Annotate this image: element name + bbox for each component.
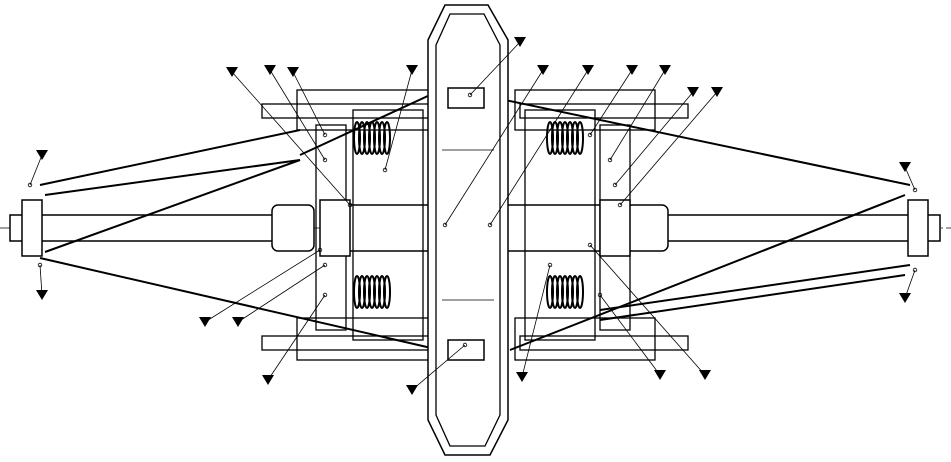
- leader-point: [587, 242, 593, 248]
- leader-point: [487, 222, 493, 228]
- leader-line: [267, 294, 326, 381]
- callout-arrowhead-icon: [899, 162, 911, 172]
- leader-point: [37, 262, 43, 268]
- callout-arrowhead-icon: [514, 37, 526, 47]
- leader-point: [547, 262, 553, 268]
- leader-line: [614, 91, 694, 186]
- leader-point: [587, 132, 593, 138]
- leader-point: [612, 182, 618, 188]
- leader-line: [469, 41, 521, 96]
- callout-arrowhead-icon: [699, 370, 711, 380]
- leader-point: [462, 342, 468, 348]
- leader-line: [444, 69, 544, 226]
- springs: [353, 121, 584, 309]
- callout-arrowhead-icon: [537, 65, 549, 75]
- leader-line: [489, 69, 589, 226]
- callout-arrowhead-icon: [264, 65, 276, 75]
- central-wheel: [427, 4, 509, 456]
- leader-point: [322, 292, 328, 298]
- bearing-housings: [271, 199, 669, 257]
- leader-point: [912, 267, 918, 273]
- spring-coil: [576, 121, 584, 155]
- leader-point: [912, 187, 918, 193]
- leader-line: [904, 166, 916, 191]
- callout-arrowhead-icon: [232, 317, 244, 327]
- leader-line: [204, 249, 321, 323]
- leader-point: [322, 157, 328, 163]
- callout-arrowhead-icon: [406, 385, 418, 395]
- callout-arrowhead-icon: [654, 370, 666, 380]
- leader-point: [382, 167, 388, 173]
- callout-arrowhead-icon: [199, 317, 211, 327]
- leader-point: [322, 132, 328, 138]
- leader-line: [589, 244, 706, 376]
- callout-arrowhead-icon: [687, 87, 699, 97]
- callout-arrowhead-icon: [406, 65, 418, 75]
- leader-line: [599, 294, 661, 376]
- callout-arrowhead-icon: [582, 65, 594, 75]
- leader-point: [347, 202, 353, 208]
- callout-arrowhead-icon: [899, 293, 911, 303]
- spring-coil: [576, 275, 584, 309]
- leader-point: [597, 292, 603, 298]
- spring-coil: [383, 275, 391, 309]
- tie-rods: [39, 94, 911, 351]
- callout-arrowhead-icon: [36, 290, 48, 300]
- spring-coil: [383, 121, 391, 155]
- leader-line: [231, 71, 351, 206]
- callout-arrowhead-icon: [36, 150, 48, 160]
- callout-arrowhead-icon: [711, 87, 723, 97]
- leader-point: [442, 222, 448, 228]
- leader-line: [29, 154, 43, 186]
- leader-point: [27, 182, 33, 188]
- callout-arrowhead-icon: [262, 375, 274, 385]
- callout-arrowhead-icon: [659, 65, 671, 75]
- callout-arrowhead-icon: [287, 67, 299, 77]
- leader-line: [521, 264, 551, 378]
- leader-line: [589, 69, 633, 136]
- leader-line: [411, 344, 466, 391]
- leader-point: [322, 262, 328, 268]
- callout-arrowhead-icon: [626, 65, 638, 75]
- leader-line: [292, 71, 326, 136]
- callout-arrowhead-icon: [516, 372, 528, 382]
- leader-point: [617, 202, 623, 208]
- callout-arrowhead-icon: [226, 67, 238, 77]
- leader-line: [384, 69, 413, 171]
- leader-line: [269, 69, 326, 161]
- leader-line: [619, 91, 718, 206]
- leader-line: [609, 69, 666, 161]
- callout-leaders: [27, 37, 918, 395]
- leader-point: [317, 247, 323, 253]
- leader-point: [607, 157, 613, 163]
- leader-line: [237, 264, 326, 323]
- leader-point: [467, 92, 473, 98]
